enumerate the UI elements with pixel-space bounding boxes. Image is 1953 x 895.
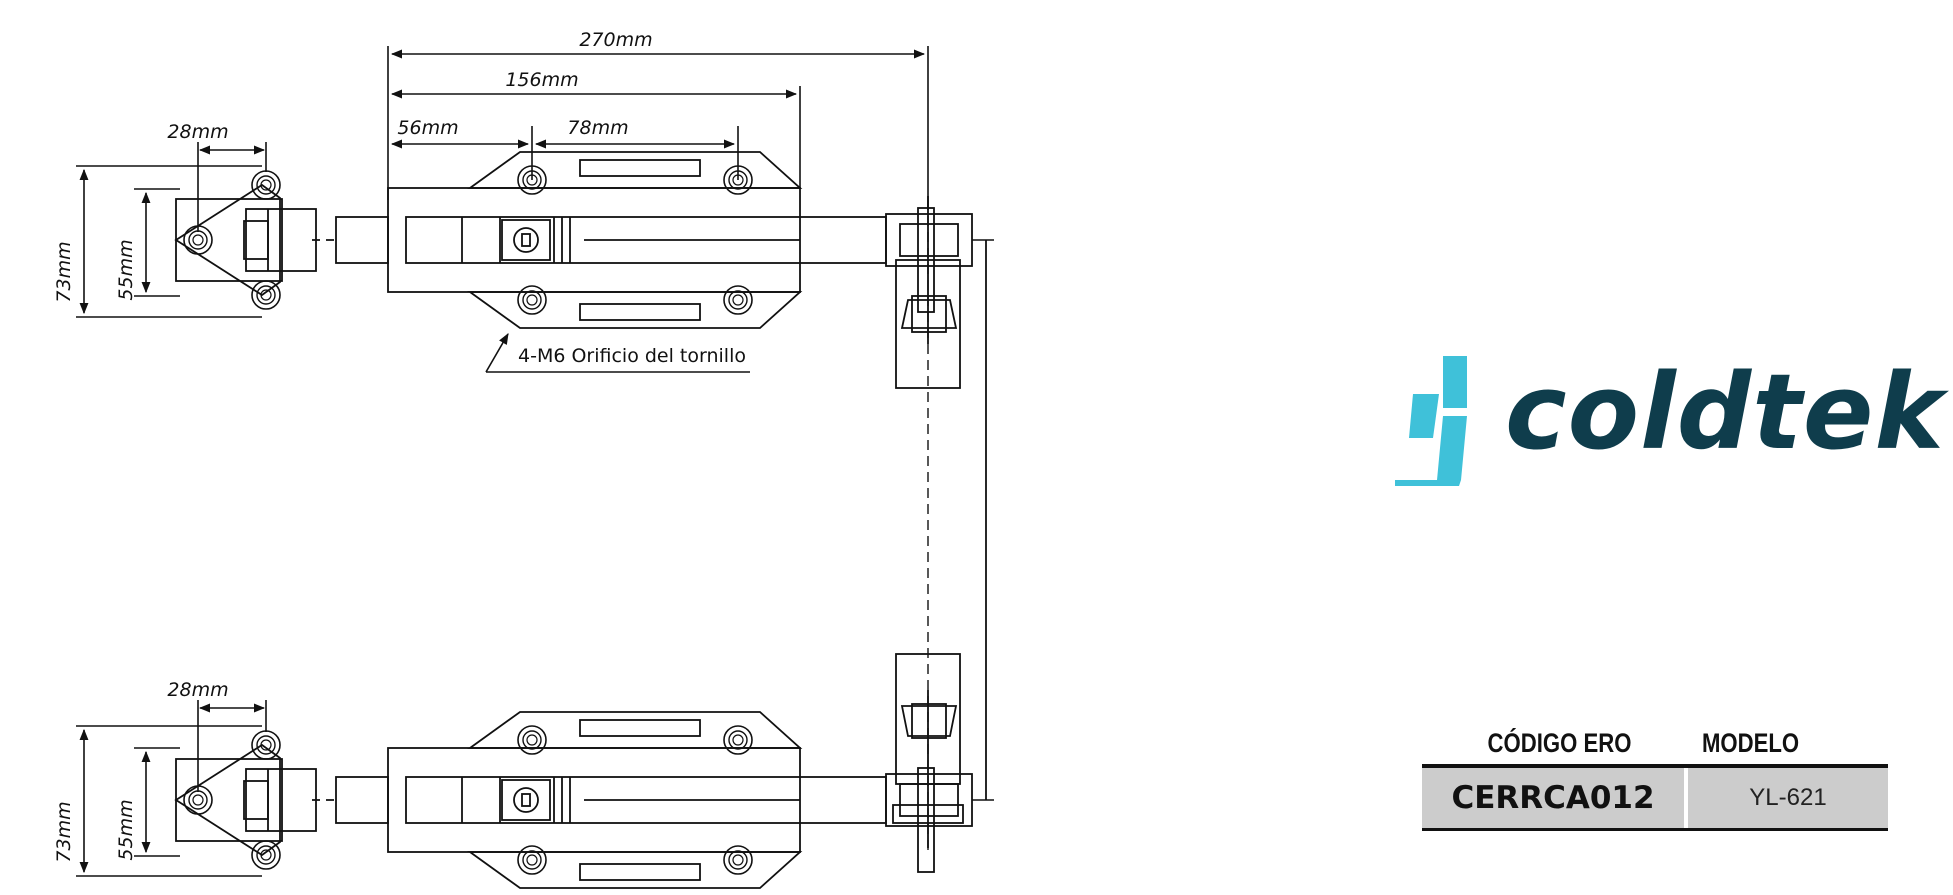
dim-total-label: 270mm — [579, 29, 652, 51]
dim-keeper-outer-label-bottom: 73mm — [53, 801, 75, 862]
dim-keeper-inner-label: 55mm — [115, 239, 137, 300]
dim-keeper-inner-label-bottom: 55mm — [115, 799, 137, 860]
coldtek-logo: coldtek — [1395, 356, 1944, 486]
product-model: YL-621 — [1688, 768, 1888, 828]
code-column-header: CÓDIGO ERO — [1487, 727, 1632, 758]
dim-holes-label: 78mm — [567, 117, 628, 139]
coldtek-mark-icon — [1395, 356, 1467, 486]
technical-drawing: 270mm 156mm 56mm 78mm 28mm 73mm 55mm 28m… — [53, 29, 994, 895]
spec-table-header: CÓDIGO ERO MODELO — [1464, 722, 1846, 764]
dim-keeper-width-label-bottom: 28mm — [167, 679, 228, 701]
dim-keeper-outer-label: 73mm — [53, 241, 75, 302]
product-code: CERRCA012 — [1422, 768, 1684, 828]
screw-hole-note: 4-M6 Orificio del tornillo — [518, 345, 746, 367]
dim-keeper-width-label: 28mm — [167, 121, 228, 143]
coldtek-wordmark: coldtek — [1505, 351, 1945, 473]
cell-divider — [1684, 768, 1688, 828]
model-column-header: MODELO — [1701, 727, 1800, 758]
dim-offset-label: 56mm — [397, 117, 458, 139]
spec-table-row: CERRCA012 YL-621 — [1422, 764, 1888, 831]
dim-body-label: 156mm — [505, 69, 578, 91]
spec-table: CÓDIGO ERO MODELO CERRCA012 YL-621 — [1422, 722, 1888, 831]
